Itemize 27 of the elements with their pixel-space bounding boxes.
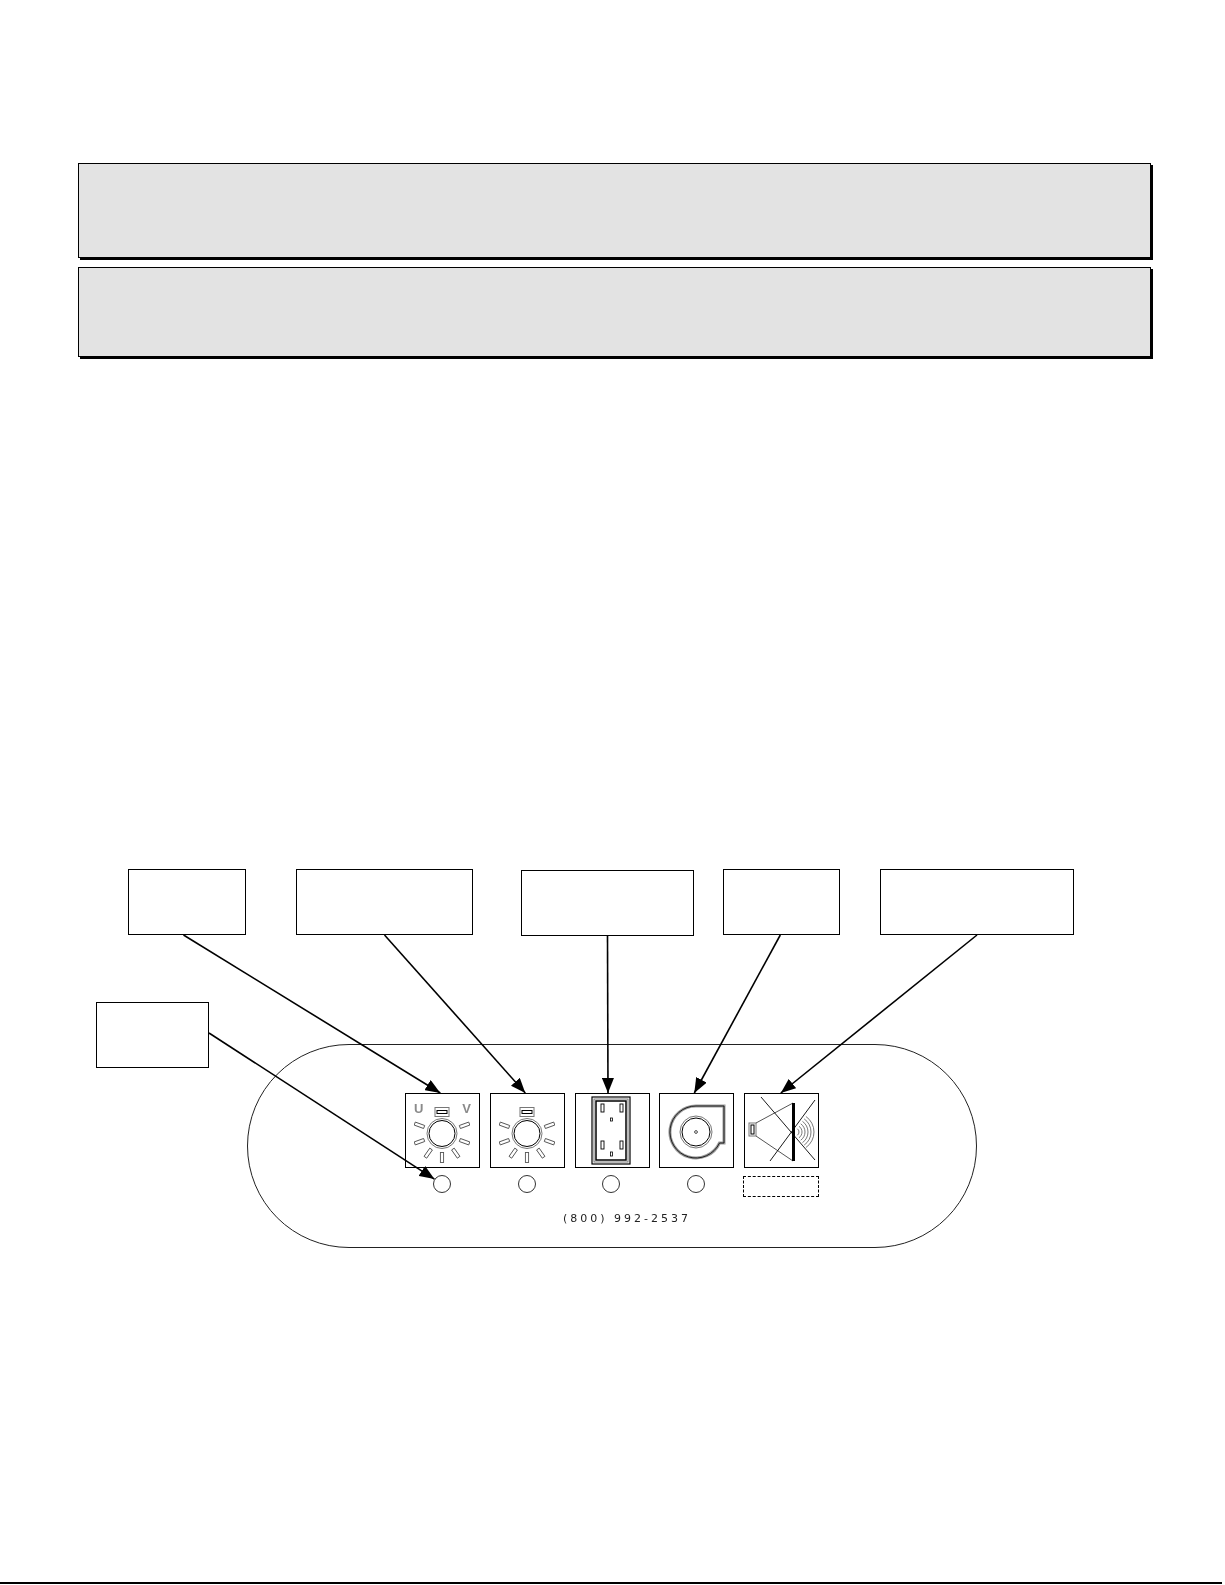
key-letter: V: [462, 1101, 471, 1116]
callout-box: [96, 1002, 209, 1068]
indicator-light: [602, 1175, 620, 1193]
panel-key: [659, 1093, 734, 1168]
panel-key: [744, 1093, 819, 1168]
shaded-banner: [78, 163, 1151, 258]
callout-box: [128, 869, 246, 935]
indicator-light: [433, 1175, 451, 1193]
indicator-light: [687, 1175, 705, 1193]
leader-arrow: [383, 934, 527, 1094]
shaded-banner: [78, 267, 1151, 357]
key-letter: U: [414, 1101, 424, 1116]
leader-arrow: [208, 1032, 436, 1180]
leader-arrow: [780, 934, 978, 1094]
panel-key: [405, 1093, 480, 1168]
callout-box: [723, 869, 840, 935]
leader-arrow: [182, 934, 442, 1094]
callout-box: [521, 870, 694, 936]
callout-box: [880, 869, 1074, 935]
callout-box: [296, 869, 473, 935]
panel-key: [575, 1093, 650, 1168]
leader-arrow: [693, 934, 782, 1094]
panel-key: [490, 1093, 565, 1168]
leader-arrow: [601, 935, 614, 1094]
indicator-light: [518, 1175, 536, 1193]
phone-number: (800) 992-2537: [563, 1212, 692, 1225]
label-window: [743, 1176, 819, 1197]
